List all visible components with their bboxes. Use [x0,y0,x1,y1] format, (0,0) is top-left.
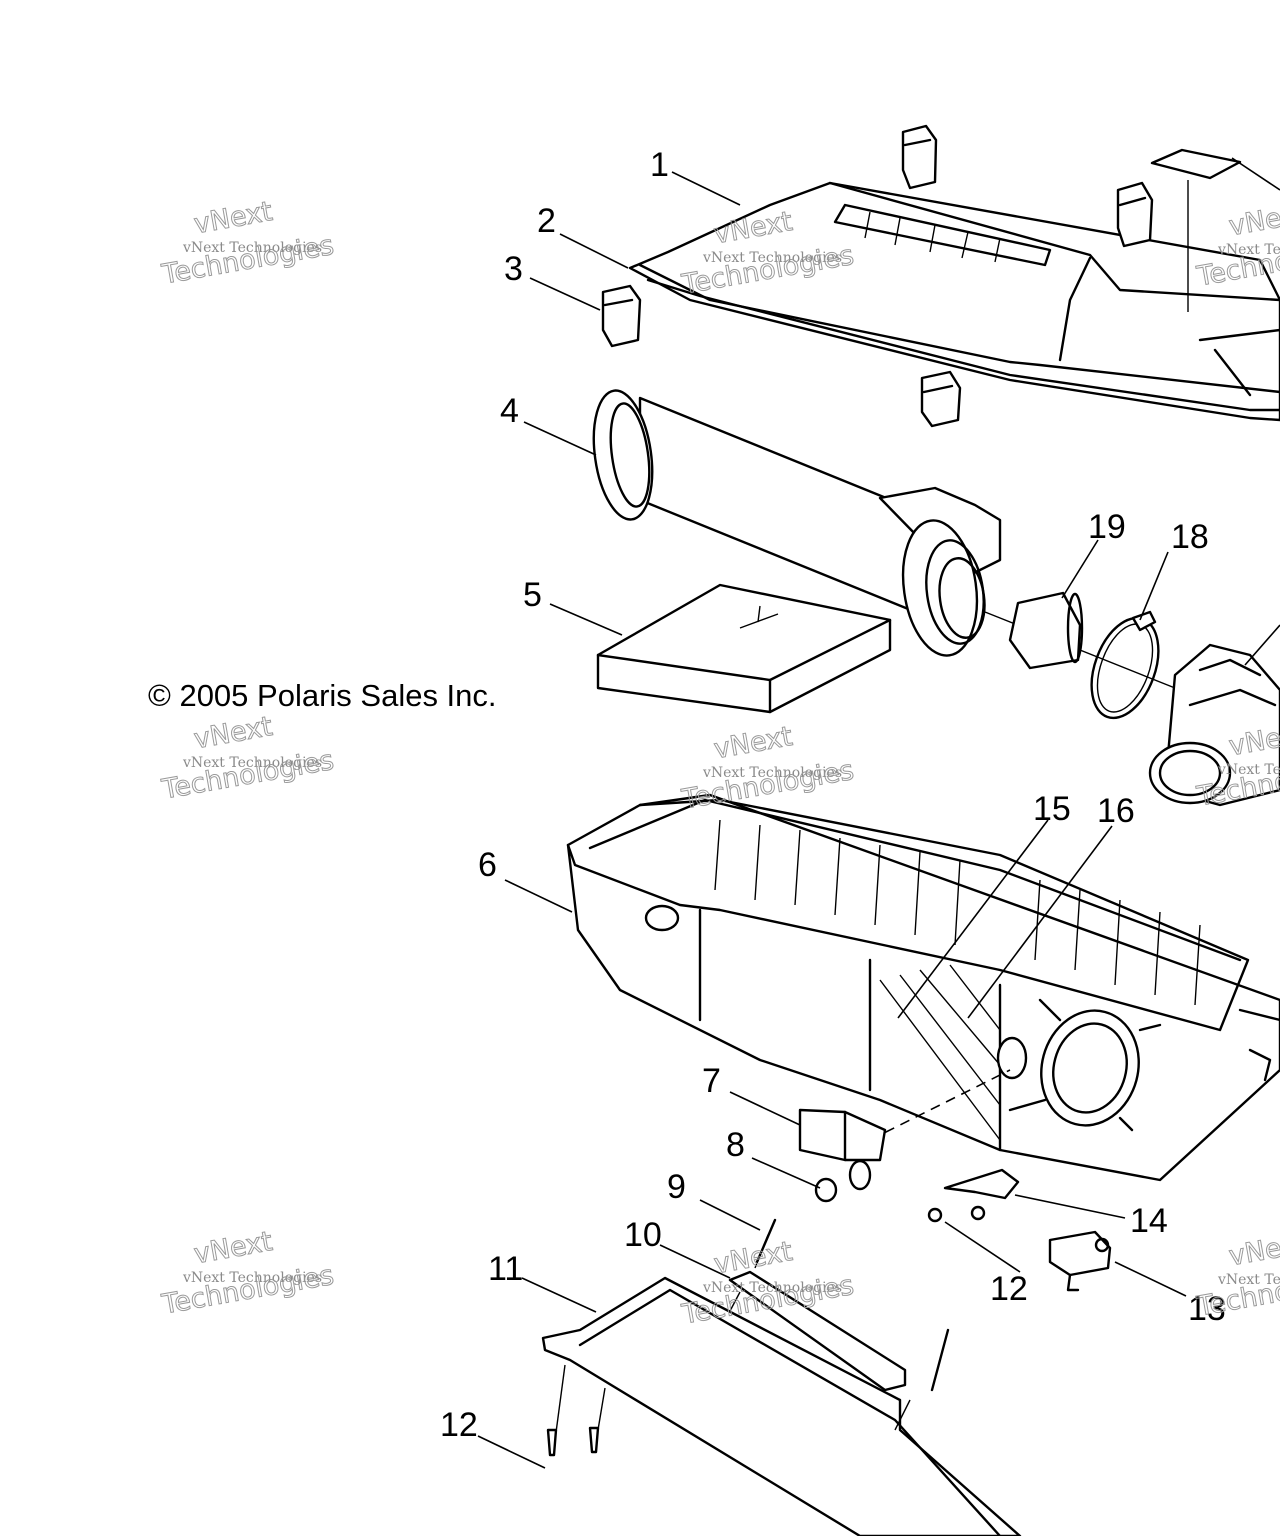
bolt [754,1218,777,1269]
valve [1048,1230,1112,1292]
callout-10: 10 [624,1216,662,1254]
svg-text:vNext Technologies: vNext Technologies [702,1280,842,1296]
hose-clamp [1090,610,1160,720]
svg-text:vNext Technologies: vNext Technologies [1217,242,1280,258]
callout-7: 7 [702,1062,721,1100]
callout-5: 5 [523,576,542,614]
callout-13: 13 [1188,1290,1226,1328]
svg-text:vNext: vNext [1227,1228,1280,1272]
callout-12-lower: 12 [440,1406,478,1444]
callout-18: 18 [1171,518,1209,556]
svg-text:vNext: vNext [192,1226,275,1270]
svg-text:vNext: vNext [712,1236,795,1280]
cover-clip [920,370,962,428]
callout-15: 15 [1033,790,1071,828]
callout-2: 2 [537,202,556,240]
air-filter [592,389,1002,657]
callout-19: 19 [1088,508,1126,546]
coupler-ring [1008,591,1084,670]
svg-text:vNext Technologies: vNext Technologies [182,755,322,771]
callout-1: 1 [650,146,669,184]
bracket [943,1168,1020,1200]
callout-12-upper: 12 [990,1270,1028,1308]
svg-text:vNext: vNext [192,196,275,240]
screw [927,1205,986,1223]
callout-6: 6 [478,846,497,884]
watermark: vNext vNext Technologies Technologies [679,721,857,817]
leader-lines [477,157,1280,1469]
svg-text:vNext Technologies: vNext Technologies [702,250,842,266]
svg-text:vNext Technologies: vNext Technologies [182,240,322,256]
watermark: vNext vNext Technologies Technologies [1194,198,1280,294]
svg-text:vNext: vNext [192,711,275,755]
copyright-notice: © 2005 Polaris Sales Inc. [148,678,497,713]
svg-text:vNext Technologies: vNext Technologies [1217,762,1280,778]
cover-clip [601,284,642,348]
cover-clip [1116,181,1154,248]
watermark: vNext vNext Technologies Technologies [159,711,337,807]
callout-16: 16 [1097,792,1135,830]
svg-text:vNext Technologies: vNext Technologies [182,1270,322,1286]
svg-text:vNext Technologies: vNext Technologies [702,765,842,781]
airbox-cover [628,148,1280,422]
airbox-base [566,793,1280,1182]
svg-text:vNext Technologies: vNext Technologies [1217,1272,1280,1288]
callouts: 1 2 3 4 5 6 7 8 9 10 11 12 12 13 14 15 1… [440,146,1226,1444]
callout-14: 14 [1130,1202,1168,1240]
sensor [798,1108,887,1191]
watermark: vNext vNext Technologies Technologies [679,1236,857,1332]
grommet [814,1177,838,1203]
tray [541,1276,1022,1536]
callout-3: 3 [504,250,523,288]
svg-text:vNext: vNext [712,721,795,765]
cover-clip [901,124,938,190]
watermark: vNext vNext Technologies Technologies [159,196,337,292]
callout-4: 4 [500,392,519,430]
callout-9: 9 [667,1168,686,1206]
watermark: vNext vNext Technologies Technologies [1194,1228,1280,1324]
watermark: vNext vNext Technologies Technologies [159,1226,337,1322]
intake-boot [1148,643,1280,807]
pre-filter [596,583,892,714]
svg-text:vNext: vNext [1227,198,1280,242]
screw [546,1426,600,1457]
callout-11: 11 [488,1250,523,1288]
callout-8: 8 [726,1126,745,1164]
